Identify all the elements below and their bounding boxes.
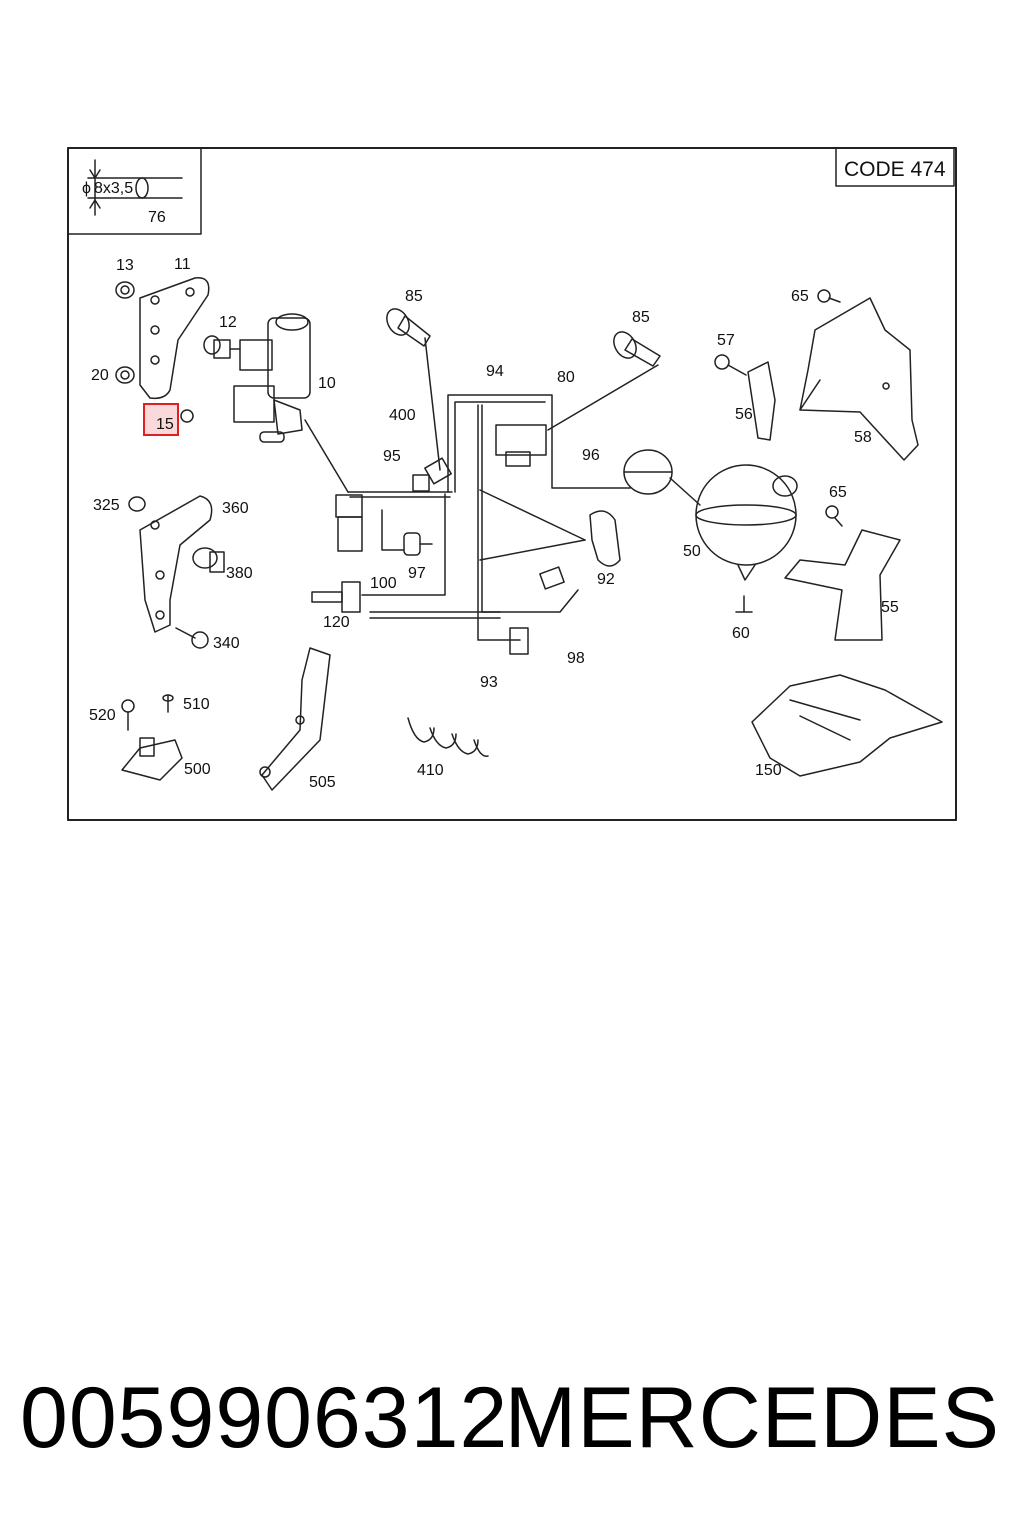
- callout-12: 12: [219, 314, 237, 331]
- valve-left-shape: [335, 494, 363, 518]
- grommet-380-shape: [192, 547, 225, 573]
- nut-15-shape: [180, 409, 194, 423]
- callout-85-right: 85: [632, 309, 650, 326]
- hinge-505-shape: [261, 647, 331, 791]
- code-474-label: CODE 474: [844, 158, 946, 181]
- bolt-57-shape: [714, 354, 730, 370]
- bolt-60-shape: [735, 595, 753, 613]
- callout-380: 380: [226, 565, 253, 582]
- clips-410-shape: [407, 717, 489, 757]
- washer-icon: [87, 159, 183, 216]
- callout-13: 13: [116, 257, 134, 274]
- callout-505: 505: [309, 774, 336, 791]
- inset-diameter-symbol: ϕ: [82, 180, 91, 197]
- callout-520: 520: [89, 707, 116, 724]
- valve-80-shape: [495, 424, 547, 456]
- callout-400: 400: [389, 407, 416, 424]
- highlight-box: [143, 403, 179, 436]
- callout-98: 98: [567, 650, 585, 667]
- callout-20: 20: [91, 367, 109, 384]
- callout-80: 80: [557, 369, 575, 386]
- inset-box: [67, 147, 202, 235]
- callout-60: 60: [732, 625, 750, 642]
- nut-13-shape: [115, 281, 135, 299]
- callout-93: 93: [480, 674, 498, 691]
- brand-name: MERCEDES: [504, 1370, 1000, 1466]
- nut-325-shape: [128, 496, 146, 512]
- callout-500: 500: [184, 761, 211, 778]
- callout-360: 360: [222, 500, 249, 517]
- code-box: [835, 147, 955, 187]
- valve-100-shape: [403, 532, 421, 556]
- nut-20-shape: [115, 366, 135, 384]
- callout-15: 15: [156, 416, 174, 433]
- callout-65-lower: 65: [829, 484, 847, 501]
- callout-56: 56: [735, 406, 753, 423]
- callout-65-top: 65: [791, 288, 809, 305]
- callout-50: 50: [683, 543, 701, 560]
- callout-150: 150: [755, 762, 782, 779]
- callout-57: 57: [717, 332, 735, 349]
- converter-10-shape: [233, 313, 311, 443]
- valve-98-shape: [539, 566, 565, 590]
- callout-120: 120: [323, 614, 350, 631]
- bracket-58-shape: [799, 297, 919, 461]
- callout-55: 55: [881, 599, 899, 616]
- part-number: 0059906312: [20, 1370, 509, 1466]
- callout-92: 92: [597, 571, 615, 588]
- grommet-12-shape: [203, 335, 241, 359]
- valve-120-shape: [341, 581, 361, 613]
- callout-510: 510: [183, 696, 210, 713]
- bracket-55-shape: [784, 529, 901, 641]
- mount-500-shape: [121, 694, 183, 781]
- bolt-65-top-shape: [817, 289, 831, 303]
- callout-96: 96: [582, 447, 600, 464]
- bracket-11-shape: [139, 277, 210, 400]
- callout-95: 95: [383, 448, 401, 465]
- callout-11: 11: [174, 256, 191, 273]
- parts-diagram: CODE 474 ϕ 8x3,5 76 15 13 11 12 20 10 85…: [67, 147, 957, 821]
- callout-94: 94: [486, 363, 504, 380]
- reservoir-50-shape: [695, 464, 797, 566]
- valve-93-shape: [509, 627, 529, 655]
- callout-410: 410: [417, 762, 444, 779]
- bolt-340-shape: [175, 627, 209, 649]
- shield-150-shape: [751, 674, 943, 777]
- footer: 0059906312 MERCEDES: [0, 1368, 1024, 1478]
- diagram-frame: [67, 147, 957, 821]
- callout-325: 325: [93, 497, 120, 514]
- inset-dimension-label: 8x3,5: [94, 180, 133, 197]
- inset-part-label: 76: [148, 209, 166, 226]
- bracket-56-shape: [747, 361, 776, 441]
- callout-340: 340: [213, 635, 240, 652]
- callout-10: 10: [318, 375, 336, 392]
- callout-100: 100: [370, 575, 397, 592]
- callout-97: 97: [408, 565, 426, 582]
- plug-85-right-shape: [613, 331, 661, 367]
- callout-85-left: 85: [405, 288, 423, 305]
- plug-85-left-shape: [386, 308, 431, 347]
- callout-58: 58: [854, 429, 872, 446]
- bracket-360-shape: [139, 495, 213, 633]
- bolt-65-lower-shape: [825, 505, 839, 519]
- clip-92-shape: [589, 510, 621, 567]
